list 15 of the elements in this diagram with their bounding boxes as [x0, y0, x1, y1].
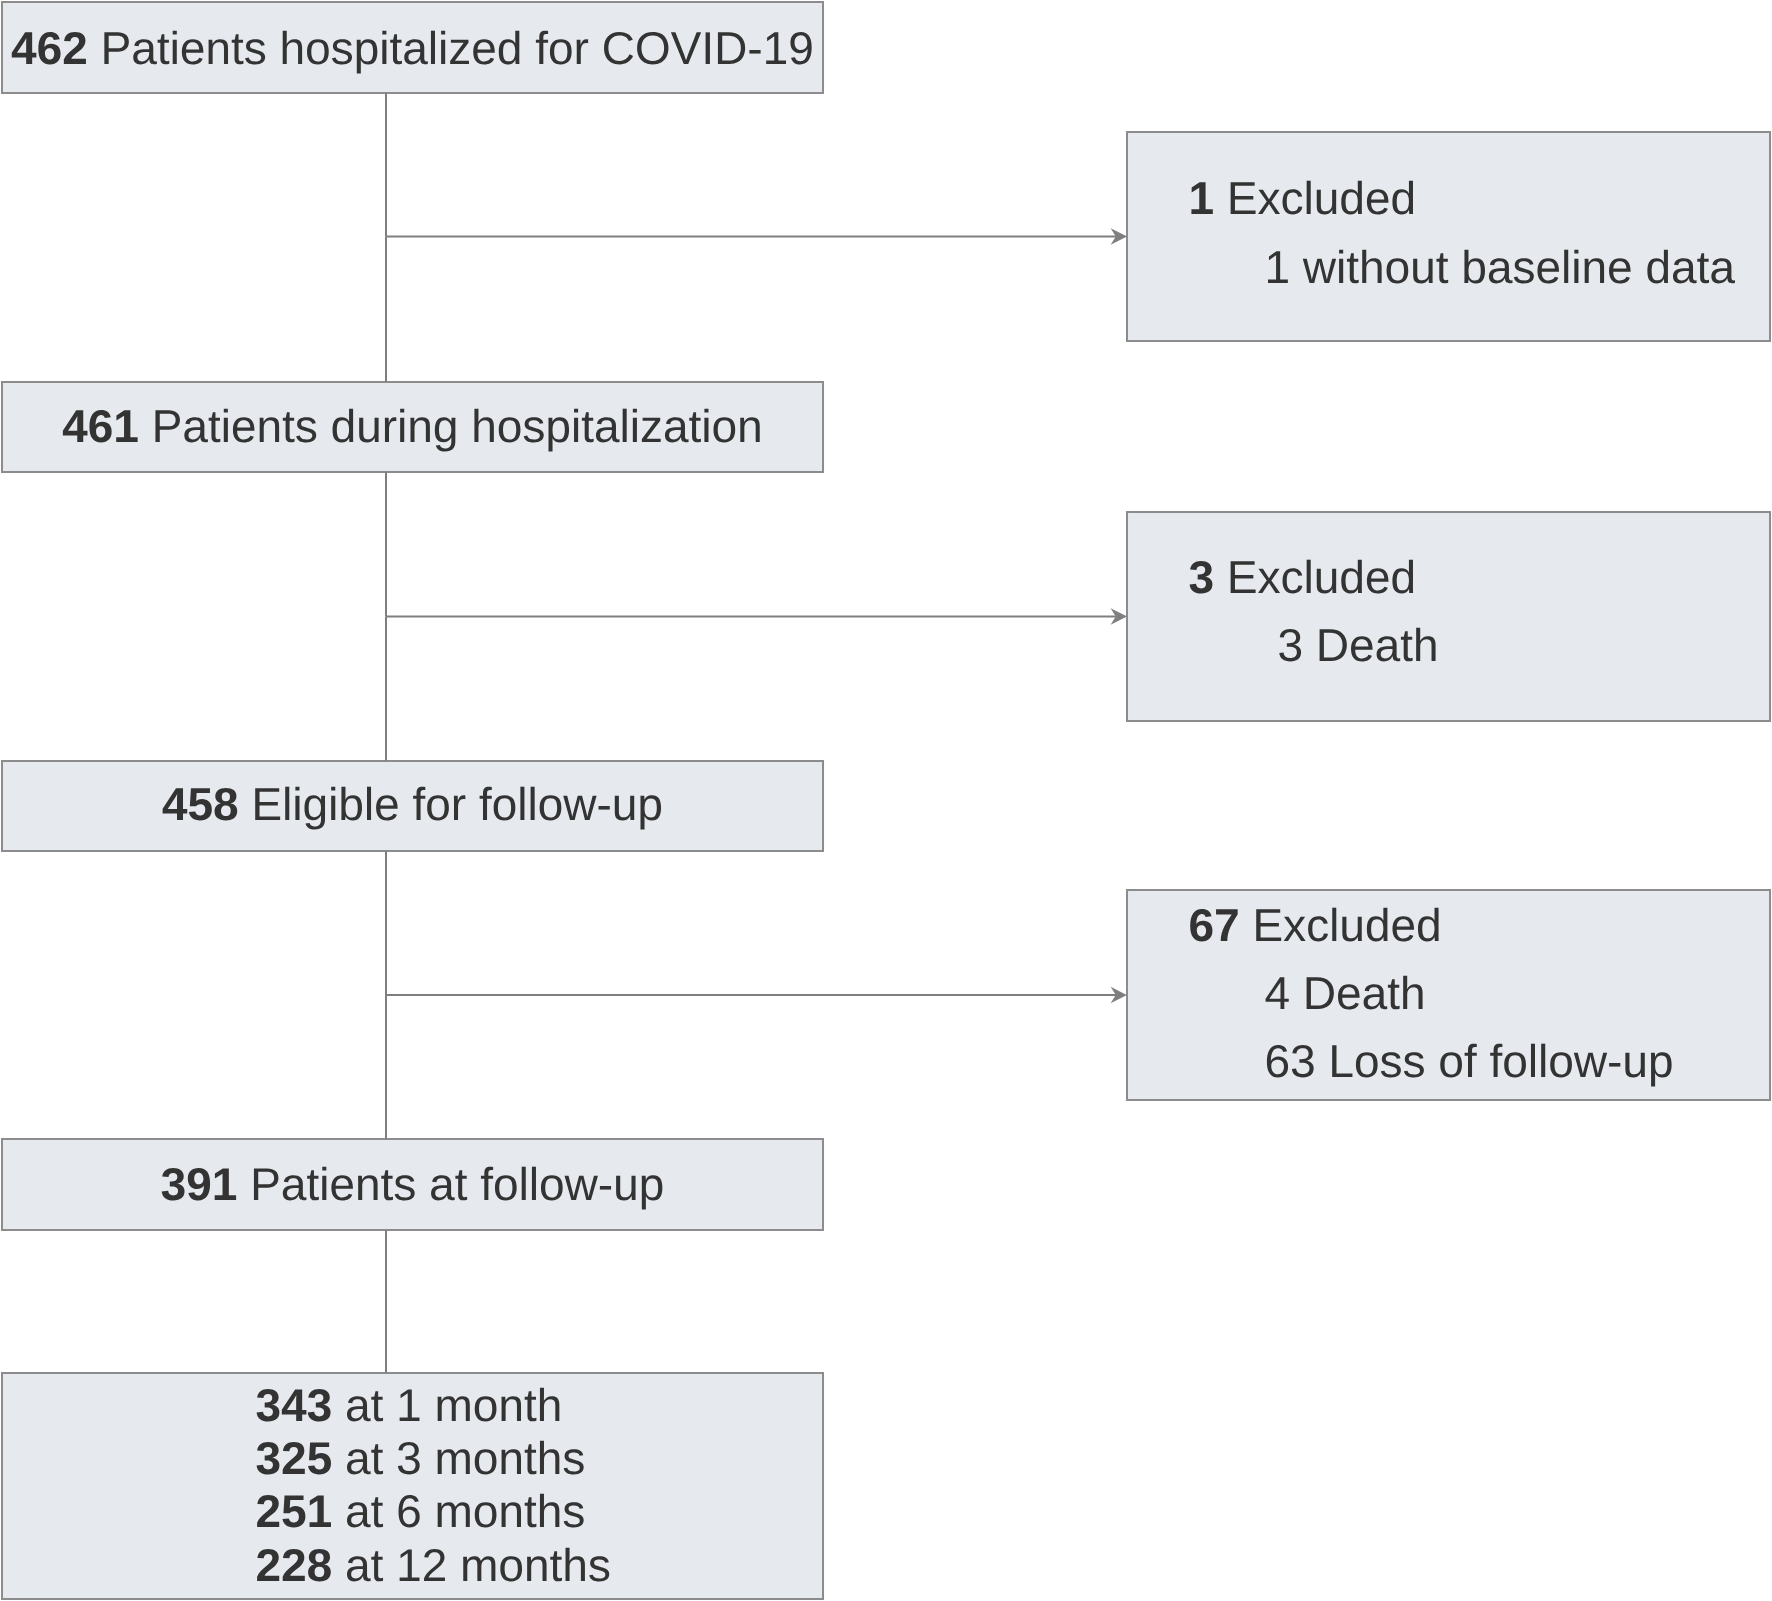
process-box: 458 Eligible for follow-up	[1, 760, 824, 852]
process-box: 461 Patients during hospitalization	[1, 381, 824, 473]
connector-line	[385, 92, 387, 238]
process-box: 462 Patients hospitalized for COVID-19	[1, 1, 824, 94]
connector-line	[385, 850, 387, 996]
connector-line	[385, 994, 387, 1140]
connector-line	[385, 615, 387, 762]
connector-line	[385, 1229, 387, 1374]
exclusion-box: 3 Excluded 3 Death	[1126, 511, 1772, 722]
connector-line	[385, 471, 387, 618]
exclusion-box: 1 Excluded 1 without baseline data	[1126, 131, 1772, 342]
process-box: 343 at 1 month 325 at 3 months 251 at 6 months 228 at 12 months	[1, 1372, 824, 1600]
connector-line	[385, 235, 387, 383]
process-box: 391 Patients at follow-up	[1, 1138, 824, 1231]
exclusion-box: 67 Excluded 4 Death 63 Loss of follow-up	[1126, 889, 1772, 1101]
